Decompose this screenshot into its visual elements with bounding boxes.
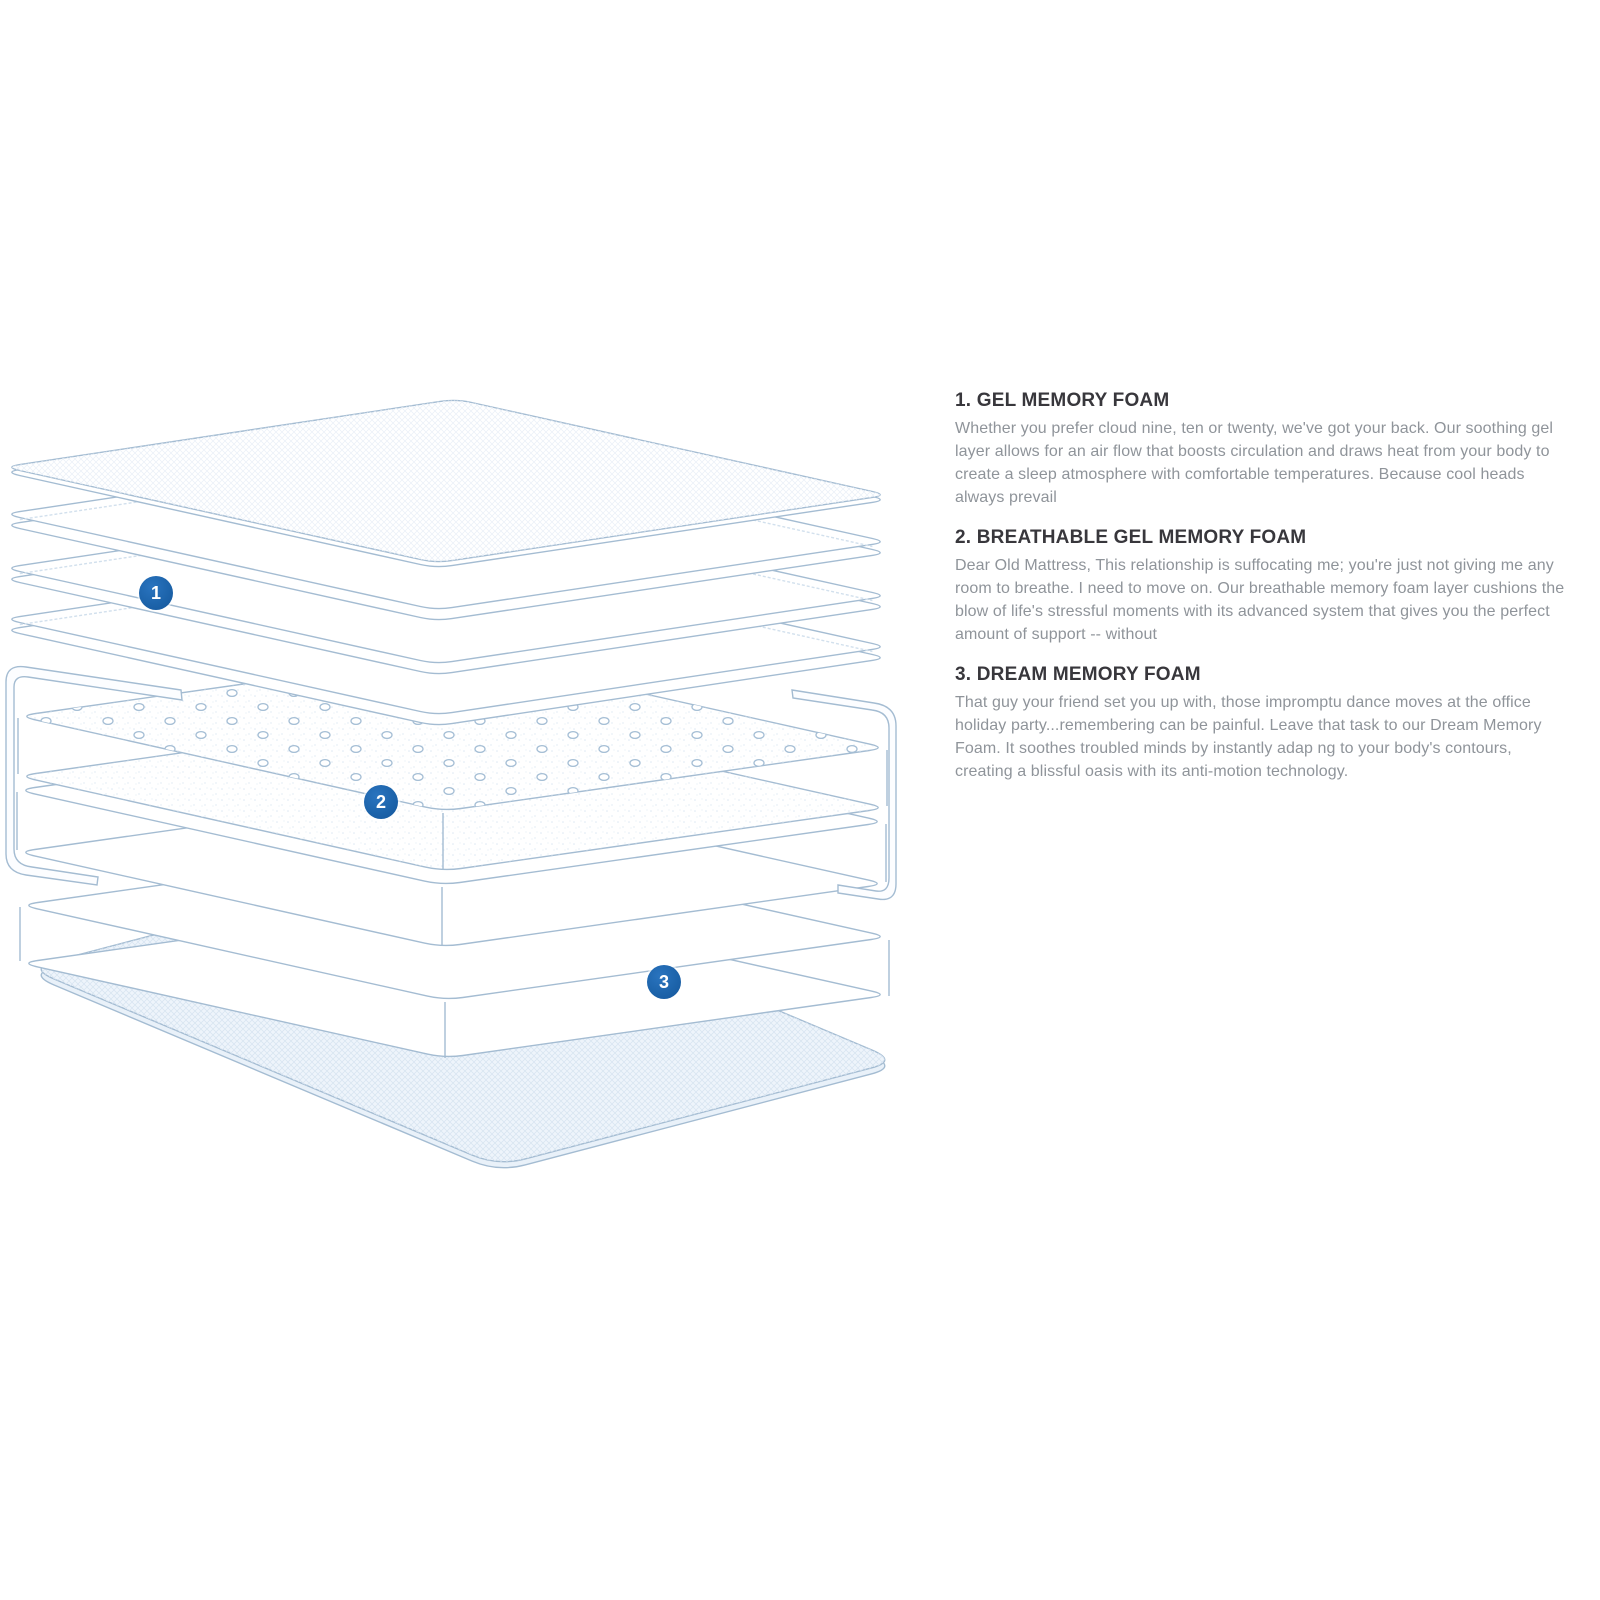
left-bracket-outline [5, 665, 183, 886]
section-heading: 3. DREAM MEMORY FOAM [955, 664, 1201, 685]
section-breathable-gel-memory-foam: 2. BREATHABLE GEL MEMORY FOAM Dear Old M… [955, 526, 1570, 646]
layer-descriptions: 1. GEL MEMORY FOAM Whether you prefer cl… [955, 389, 1570, 800]
layer-breathable-perforated-foam [17, 653, 888, 871]
layer-support-foam [16, 727, 887, 947]
layer-marker-3: 3 [647, 965, 681, 999]
section-gel-memory-foam: 1. GEL MEMORY FOAM Whether you prefer cl… [955, 389, 1570, 509]
layer-marker-1: 1 [139, 576, 173, 610]
section-body: Dear Old Mattress, This relationship is … [955, 557, 1565, 643]
section-heading: 2. BREATHABLE GEL MEMORY FOAM [955, 527, 1307, 548]
layer-marker-2: 2 [364, 785, 398, 819]
right-bracket-outline [791, 689, 897, 901]
section-heading: 1. GEL MEMORY FOAM [955, 390, 1170, 411]
layer-dream-memory-foam [19, 842, 890, 1058]
section-body: That guy your friend set you up with, th… [955, 694, 1542, 780]
section-dream-memory-foam: 3. DREAM MEMORY FOAM That guy your frien… [955, 663, 1570, 783]
section-body: Whether you prefer cloud nine, ten or tw… [955, 420, 1554, 506]
